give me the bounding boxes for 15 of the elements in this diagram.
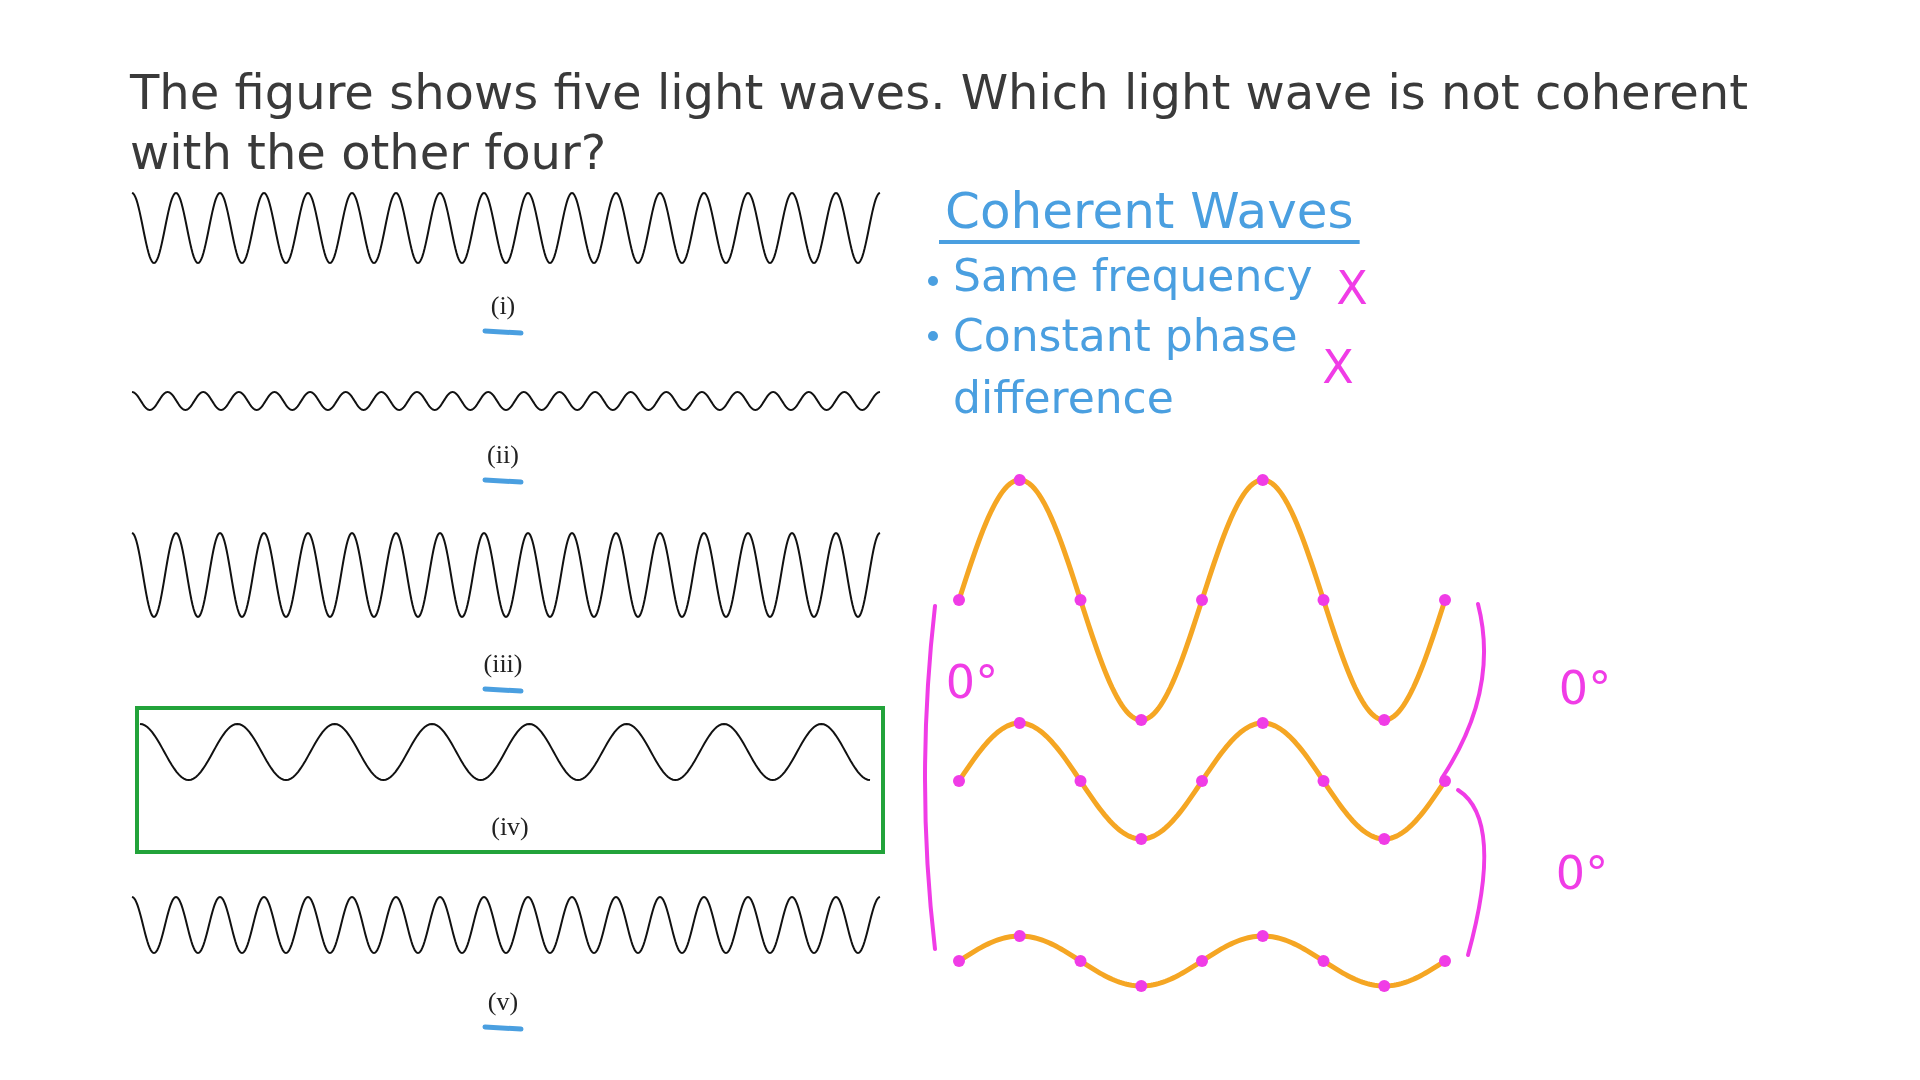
phase-value: 0°	[945, 655, 999, 709]
bullet-text: Constant phase difference	[953, 309, 1299, 425]
question-text: The figure shows five light waves. Which light wave is not coherent with the other four?	[130, 63, 1750, 182]
heading: Coherent Waves	[945, 182, 1354, 240]
wave-label: (iv)	[491, 811, 529, 842]
wave-label: (iii)	[483, 649, 523, 679]
bullet-text: Same frequency	[953, 250, 1313, 301]
cross-mark: X	[1336, 261, 1368, 315]
phase-value: 0°	[1555, 846, 1609, 900]
highlight-box	[135, 706, 885, 854]
wave-label: (ii)	[487, 440, 519, 470]
wave-label: (v)	[487, 987, 519, 1017]
wave-label: (i)	[490, 291, 516, 321]
cross-mark: X	[1322, 340, 1354, 394]
phase-value: 0°	[1558, 661, 1612, 715]
